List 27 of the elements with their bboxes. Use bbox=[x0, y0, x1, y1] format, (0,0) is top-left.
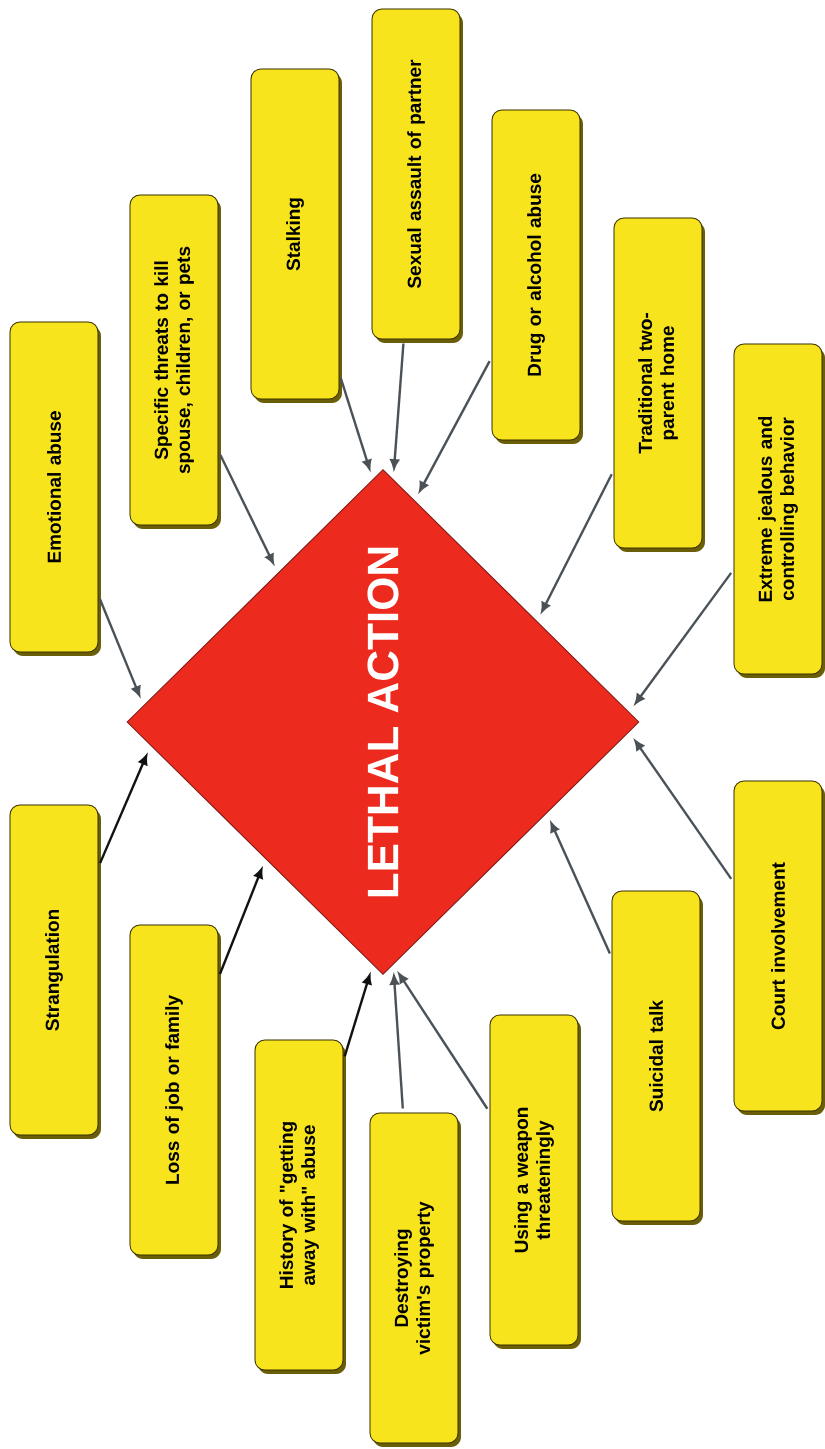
arrow bbox=[634, 572, 733, 704]
factor-box: Emotional abuse bbox=[9, 321, 101, 656]
factor-box: Court involvement bbox=[733, 780, 825, 1115]
factor-box: Using a weapon threateningly bbox=[489, 1014, 581, 1349]
factor-box: Extreme jealous and controlling behavior bbox=[733, 343, 825, 678]
arrow bbox=[634, 740, 733, 880]
factor-box: Sexual assault of partner bbox=[371, 8, 463, 343]
arrow bbox=[550, 822, 611, 954]
arrow bbox=[541, 473, 613, 613]
arrow bbox=[390, 975, 404, 1109]
arrow bbox=[218, 868, 263, 975]
factor-box: Specific threats to kill spouse, children, or pets bbox=[129, 194, 221, 529]
factor-box: Traditional two-parent home bbox=[613, 217, 705, 552]
factor-box: Destroying victim's property bbox=[369, 1112, 461, 1447]
arrow bbox=[339, 377, 372, 470]
factor-box: Loss of job or family bbox=[129, 924, 221, 1259]
arrow bbox=[343, 974, 372, 1057]
factor-box: Drug or alcohol abuse bbox=[491, 109, 583, 444]
factor-box: Suicidal talk bbox=[611, 890, 703, 1225]
arrow bbox=[219, 454, 275, 564]
arrow bbox=[390, 343, 405, 469]
arrow bbox=[398, 973, 489, 1110]
factor-box: Stalking bbox=[250, 68, 342, 403]
arrow bbox=[419, 360, 491, 492]
arrow bbox=[98, 755, 148, 864]
factor-box: History of "getting away with" abuse bbox=[254, 1039, 346, 1374]
factor-box: Strangulation bbox=[9, 804, 101, 1139]
